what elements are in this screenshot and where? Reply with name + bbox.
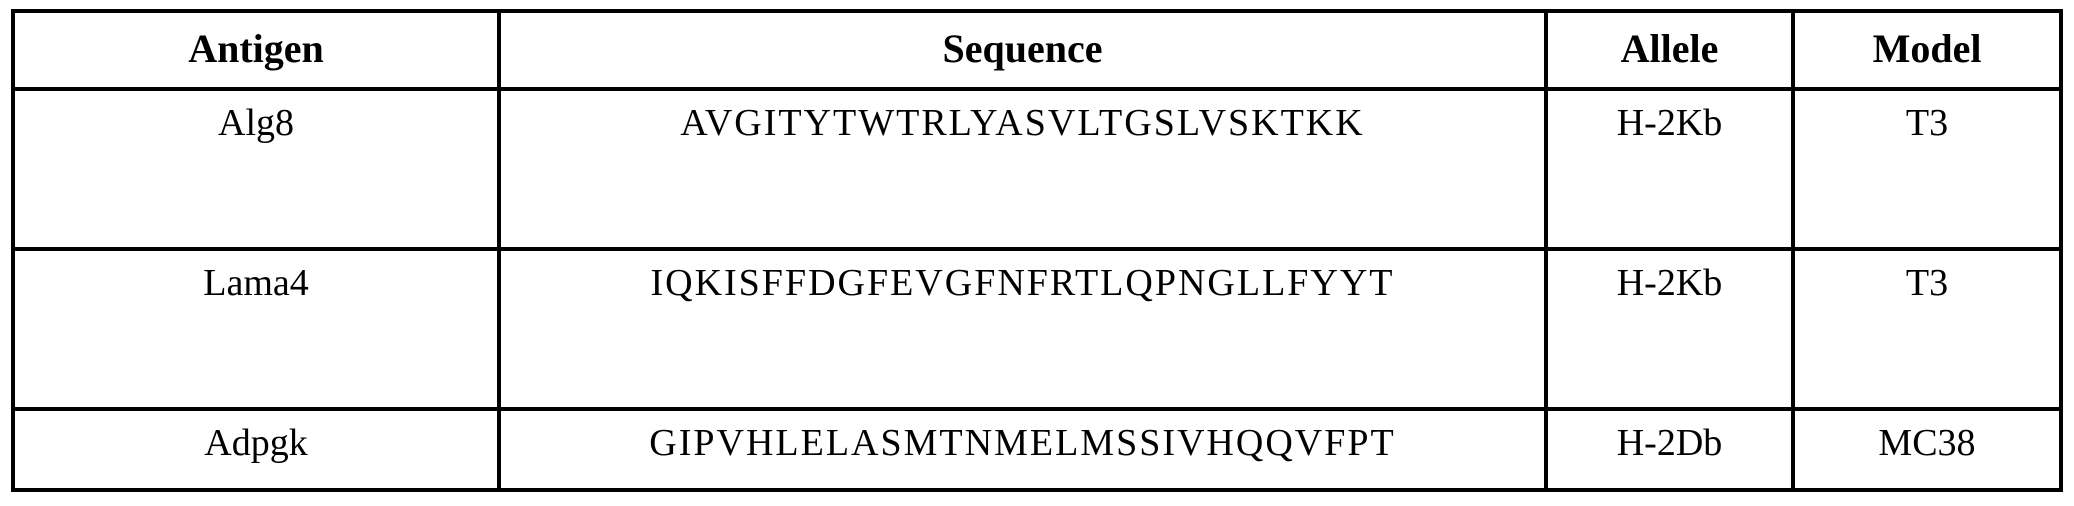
cell-sequence: AVGITYTWTRLYASVLTGSLVSKTKK [497, 87, 1548, 251]
cell-antigen: Alg8 [11, 87, 501, 251]
cell-antigen: Lama4 [11, 247, 501, 411]
table-row: Lama4 IQKISFFDGFEVGFNFRTLQPNGLLFYYT H-2K… [11, 247, 2063, 411]
column-header-sequence: Sequence [497, 9, 1548, 91]
table-header-row: Antigen Sequence Allele Model [11, 9, 2063, 91]
antigen-table: Antigen Sequence Allele Model Alg8 AVGIT… [11, 9, 2063, 492]
cell-model: MC38 [1791, 407, 2063, 492]
table-row: Alg8 AVGITYTWTRLYASVLTGSLVSKTKK H-2Kb T3 [11, 87, 2063, 251]
cell-antigen: Adpgk [11, 407, 501, 492]
cell-model: T3 [1791, 247, 2063, 411]
column-header-model: Model [1791, 9, 2063, 91]
column-header-antigen: Antigen [11, 9, 501, 91]
cell-allele: H-2Kb [1544, 247, 1795, 411]
cell-allele: H-2Kb [1544, 87, 1795, 251]
cell-model: T3 [1791, 87, 2063, 251]
cell-sequence: IQKISFFDGFEVGFNFRTLQPNGLLFYYT [497, 247, 1548, 411]
cell-allele: H-2Db [1544, 407, 1795, 492]
table-row: Adpgk GIPVHLELASMTNMELMSSIVHQQVFPT H-2Db… [11, 407, 2063, 492]
column-header-allele: Allele [1544, 9, 1795, 91]
cell-sequence: GIPVHLELASMTNMELMSSIVHQQVFPT [497, 407, 1548, 492]
